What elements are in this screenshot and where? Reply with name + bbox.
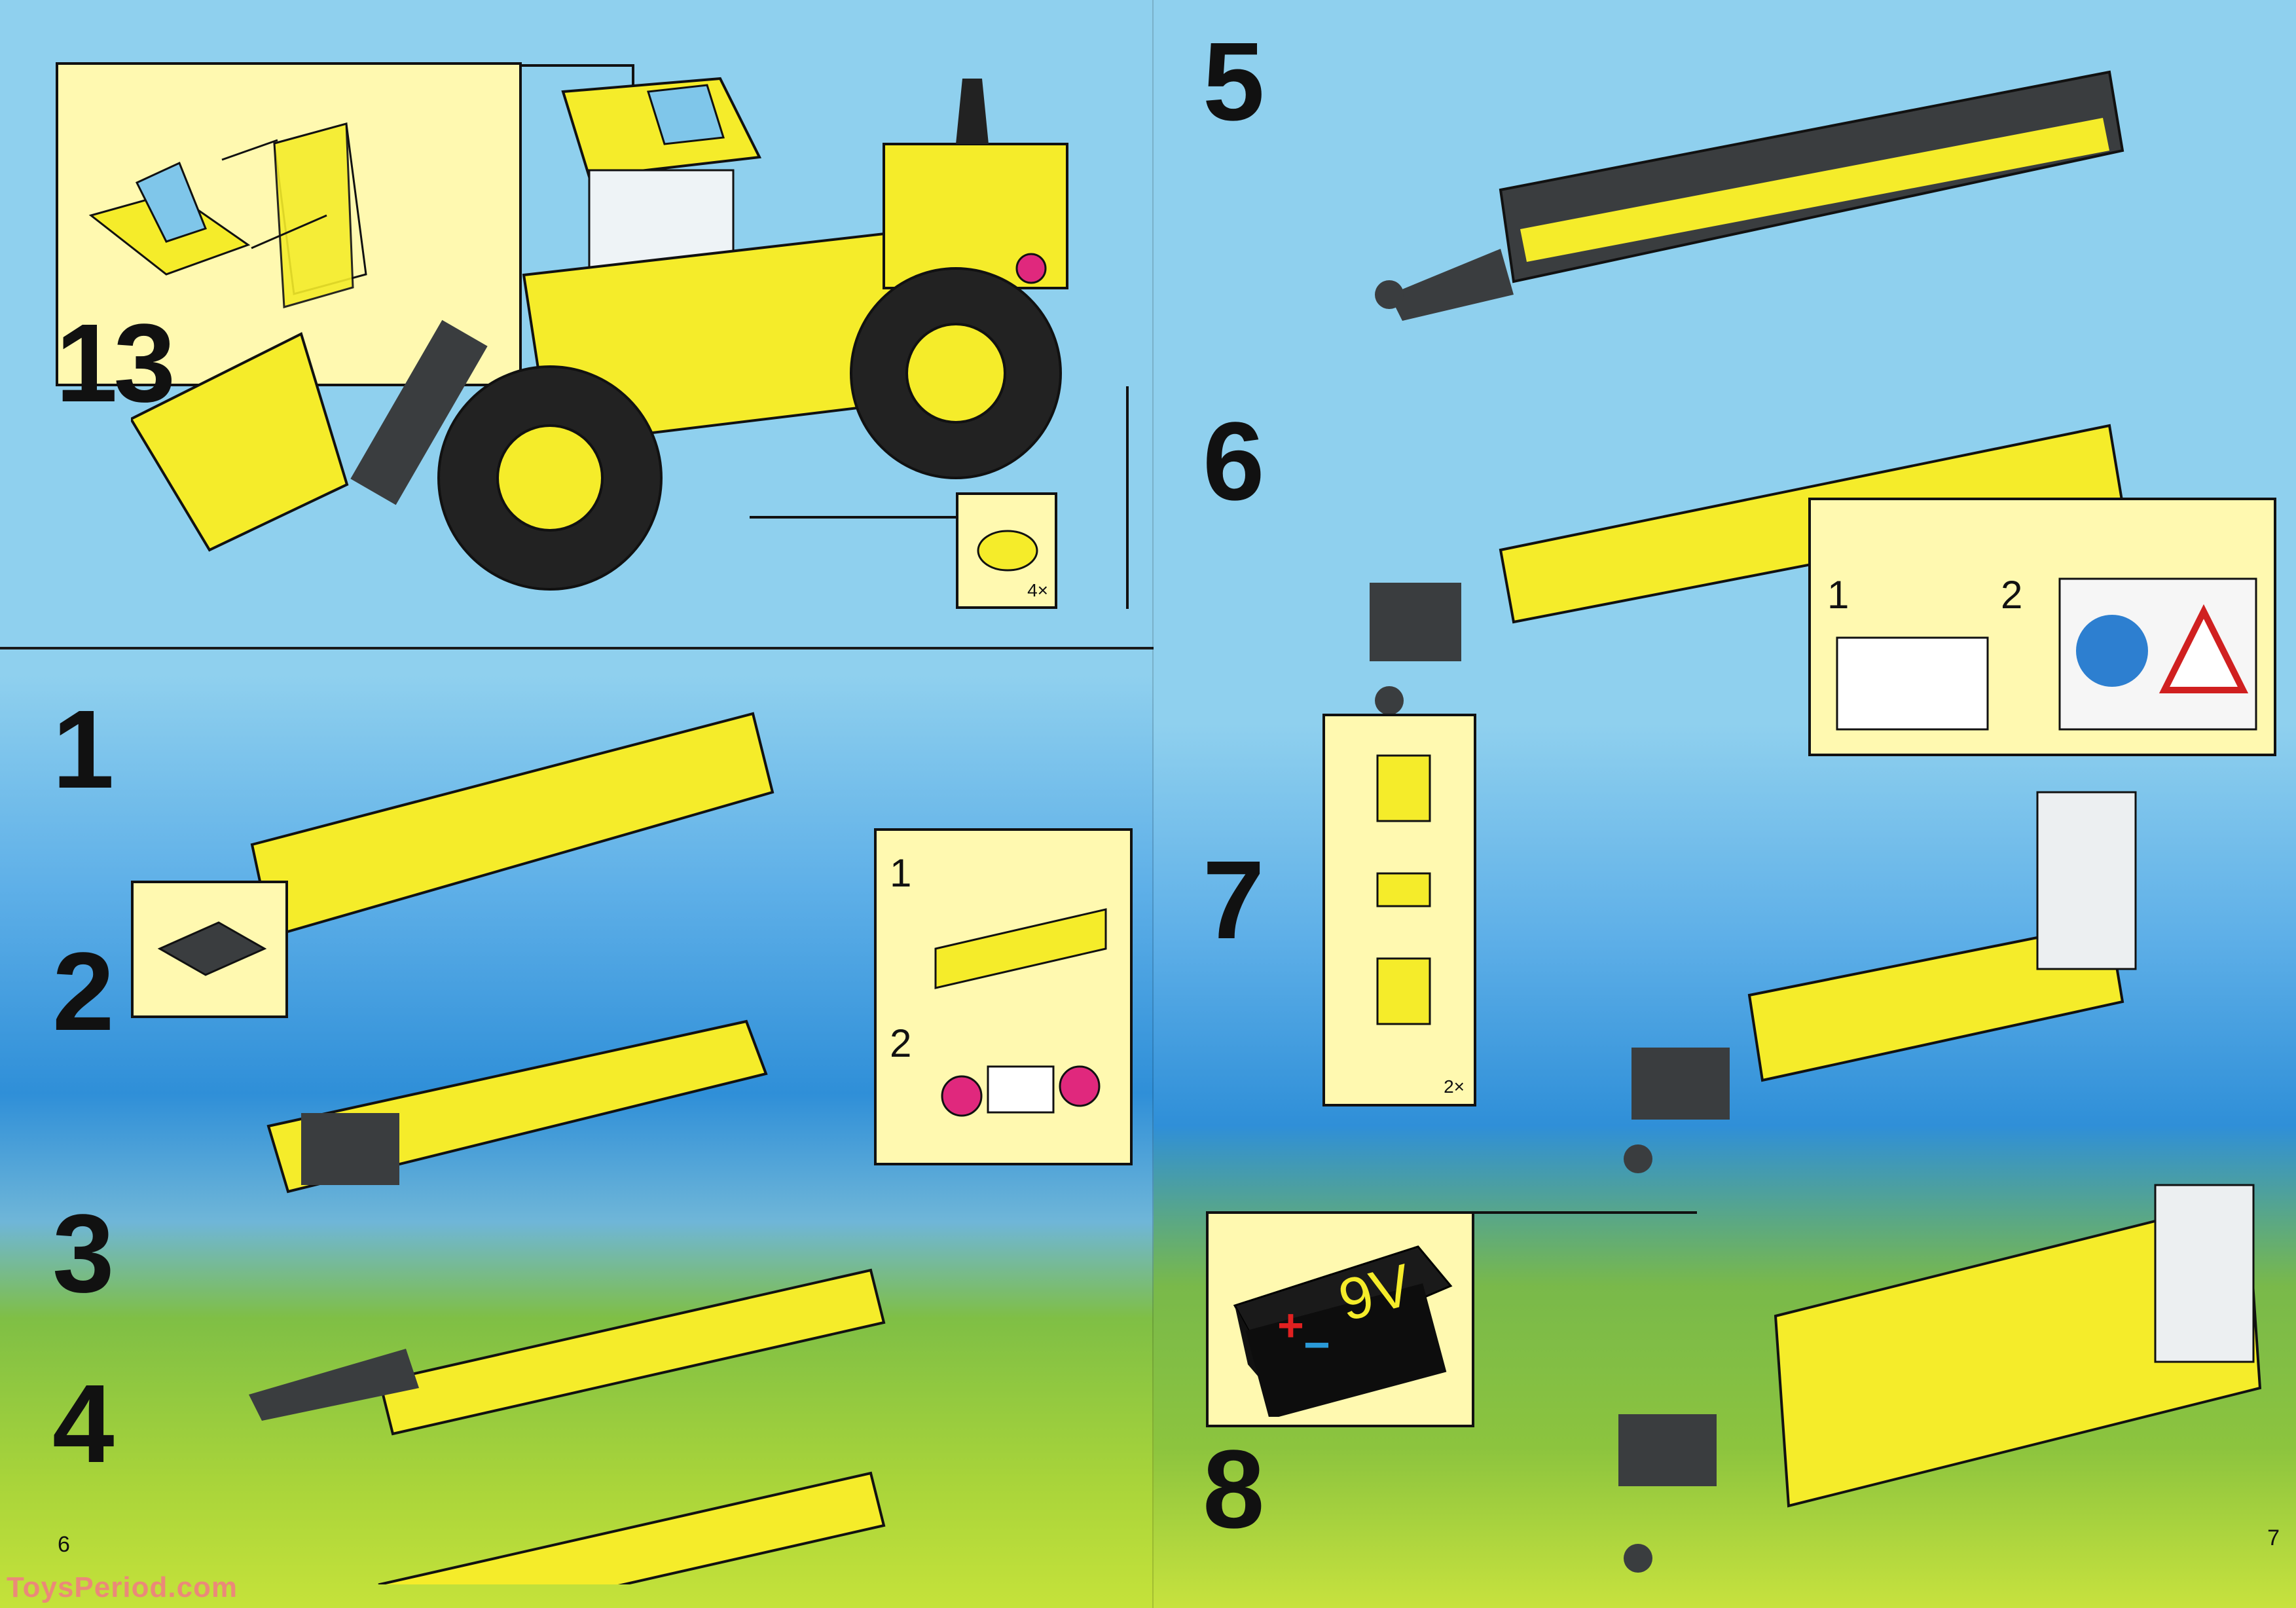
step-8-battery-inset: 9V + −	[1206, 1211, 1474, 1427]
step-number-8: 8	[1203, 1427, 1265, 1552]
front-loader-illustration	[131, 77, 1068, 591]
hinge-panel-illustration	[88, 122, 367, 308]
arrow-line	[1474, 1211, 1697, 1214]
step-number-13: 13	[56, 301, 175, 426]
page-number-6: 6	[58, 1532, 70, 1557]
step-7-sign-inset: 1 2	[1808, 498, 2276, 756]
step-2-light-bracket-inset: 1 2	[874, 828, 1133, 1165]
wheel-hub-icon	[977, 530, 1038, 572]
step-number-4: 4	[52, 1362, 115, 1486]
trailer-base-illustrations	[249, 712, 886, 1584]
step-number-5: 5	[1203, 20, 1265, 144]
page-number-7: 7	[2267, 1526, 2280, 1550]
sub-step-label-1: 1	[890, 851, 912, 895]
minus-symbol: −	[1303, 1319, 1330, 1370]
trailer-assembly-illustrations	[1370, 70, 2262, 1573]
step-number-6: 6	[1203, 399, 1265, 524]
step-13-parts-inset	[56, 62, 522, 386]
step-2-plate-inset	[131, 881, 288, 1018]
sub-step-label-2: 2	[890, 1021, 912, 1065]
section-divider	[0, 647, 1154, 649]
quantity-label: 4×	[1027, 580, 1048, 600]
9v-battery-icon	[1233, 1245, 1453, 1417]
sub-step-label-1: 1	[1827, 573, 1850, 617]
step-number-7: 7	[1203, 838, 1265, 962]
arrow-line	[750, 516, 958, 519]
black-2x2-plate-icon	[157, 921, 267, 976]
arrow-line	[522, 64, 633, 67]
bracket-and-lights-icon	[934, 908, 1107, 1117]
book-spine	[1152, 0, 1154, 1608]
step-number-3: 3	[52, 1192, 115, 1316]
page-6: 13 4× 1 2 3 4	[0, 0, 1154, 1608]
step-number-1: 1	[52, 687, 115, 812]
step-number-2: 2	[52, 930, 115, 1054]
wheel-hub-inset: 4×	[956, 492, 1057, 609]
quantity-label: 2×	[1444, 1076, 1465, 1097]
white-sign-bricks-icon	[1836, 577, 2257, 731]
arrow-line	[1126, 386, 1129, 609]
watermark: ToysPeriod.com	[7, 1571, 238, 1603]
plus-symbol: +	[1277, 1300, 1304, 1351]
step-7-column-inset: 2×	[1322, 714, 1476, 1106]
page-7: 5 6 7 8 2× 1 2	[1154, 0, 2296, 1608]
yellow-bricks-stack-icon	[1376, 754, 1431, 1025]
sub-step-label-2: 2	[2001, 573, 2023, 617]
